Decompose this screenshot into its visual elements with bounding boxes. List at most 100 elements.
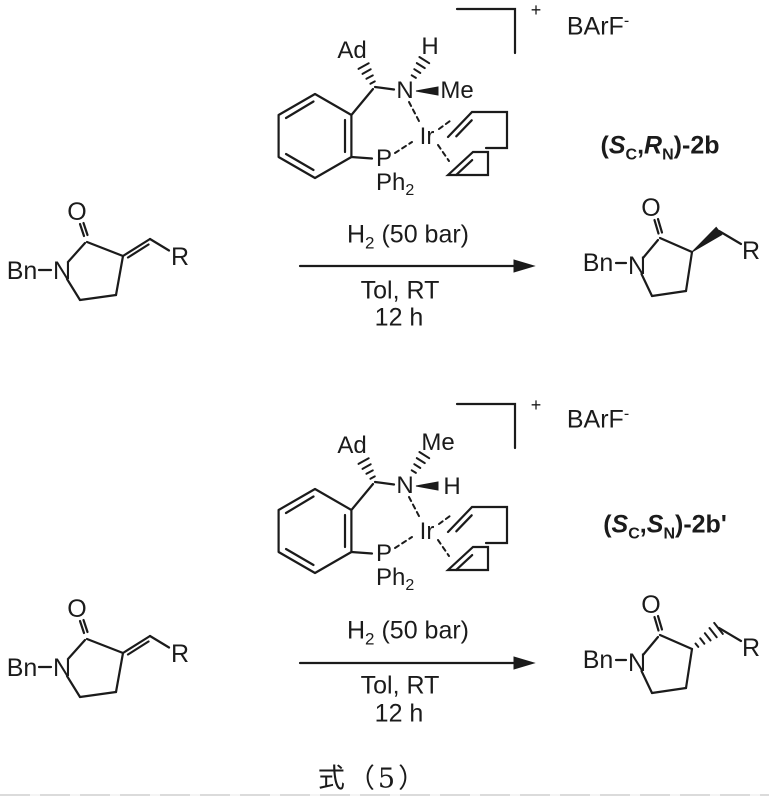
- atom-label-adamantyl: Ad: [337, 432, 366, 459]
- wedge-bond-stereocenter: [691, 226, 723, 253]
- atom-label-benzyl: Bn: [7, 654, 38, 682]
- ring-bond: [66, 638, 87, 661]
- atom-label-oxygen: O: [67, 595, 86, 623]
- bond: [350, 87, 375, 117]
- atom-label-iridium: Ir: [420, 123, 435, 150]
- dative-bond-p-ir: [394, 141, 413, 154]
- ring-bond: [650, 289, 688, 298]
- hashed-wedge-stereocenter: [694, 621, 724, 648]
- wedge-bond-n-to-methyl: [415, 86, 439, 96]
- hash-tick: [418, 451, 431, 460]
- atom-label-r-group: R: [171, 640, 189, 668]
- bond: [717, 229, 743, 246]
- hash-tick: [357, 457, 370, 465]
- double-bond-inner: [455, 159, 474, 176]
- ring-bond: [641, 635, 660, 657]
- conditions-time-1: 12 h: [374, 303, 424, 332]
- reaction-arrow-1: [298, 259, 536, 273]
- catalyst-structure-2: + Ad Me N H Ir P Ph2: [277, 395, 542, 594]
- bond: [350, 550, 374, 555]
- double-bond-inner: [284, 495, 315, 515]
- hash-tick: [361, 68, 372, 75]
- ring-bond: [684, 647, 694, 690]
- substrate-structure-1: O Bn N R: [7, 198, 189, 302]
- substrate-structure-2: O Bn N R: [7, 595, 189, 699]
- ring-bond: [114, 254, 125, 297]
- hash-tick: [369, 80, 376, 85]
- bond: [717, 626, 743, 643]
- hash-tick: [694, 642, 700, 648]
- cation-bracket: [455, 402, 517, 450]
- conditions-gas-2: H2 (50 bar): [346, 616, 470, 649]
- charge-superscript: -: [623, 405, 630, 423]
- carbonyl-bond: [78, 222, 86, 238]
- dative-bond-p-ir: [394, 536, 413, 549]
- ring-bond: [658, 633, 694, 651]
- atom-label-benzyl: Bn: [583, 646, 614, 674]
- hash-tick: [418, 56, 431, 65]
- double-bond-inner: [455, 554, 474, 571]
- alkene-bond: [126, 640, 150, 656]
- benzene-ring: [277, 92, 353, 180]
- atom-label-methyl: Me: [440, 77, 473, 104]
- product-structure-2: O Bn N R: [583, 591, 760, 695]
- atom-label-methyl: Me: [421, 429, 454, 456]
- cod-ligand-path: [445, 150, 490, 177]
- conditions-solvent-1: Tol, RT: [360, 276, 440, 305]
- dative-bond-ir-alkene: [437, 539, 450, 557]
- hash-tick: [415, 62, 426, 70]
- hash-tick: [365, 74, 374, 80]
- ring-bond: [641, 238, 660, 260]
- hash-tick: [365, 469, 374, 475]
- arrow-head: [513, 656, 536, 670]
- atom-label-benzyl: Bn: [7, 257, 38, 285]
- counterion-label-2: BArF-: [566, 405, 630, 434]
- dative-bond-ir-alkene: [438, 120, 451, 130]
- atom-label-nitrogen: N: [628, 649, 646, 677]
- dative-bond-n-ir: [408, 496, 421, 519]
- atom-label-nitrogen: N: [396, 77, 413, 104]
- ring-bond: [65, 277, 82, 302]
- counterion-label-1: BArF-: [566, 12, 630, 41]
- bond: [350, 155, 374, 160]
- ring-bond: [114, 651, 125, 694]
- carbonyl-bond: [78, 619, 86, 635]
- atom-label-diphenyl: Ph2: [376, 564, 414, 594]
- ring-bond: [66, 241, 87, 264]
- hashed-wedge-n-to-hydrogen: [410, 56, 431, 79]
- atom-label-phosphorus: P: [376, 540, 392, 567]
- carbonyl-bond: [653, 218, 660, 235]
- atom-label-nitrogen: N: [53, 654, 71, 682]
- cod-ligand-path: [445, 545, 490, 572]
- formula-label: 式（5）: [317, 763, 429, 795]
- charge-label: +: [531, 0, 542, 20]
- hash-tick: [413, 68, 422, 74]
- alkene-bond: [126, 243, 150, 259]
- dative-bond-ir-alkene: [438, 515, 451, 525]
- arrow-head: [513, 259, 536, 273]
- atom-label-benzyl: Bn: [583, 249, 614, 277]
- atom-label-nitrogen: N: [628, 252, 646, 280]
- ring-bond: [684, 250, 694, 293]
- hash-tick: [415, 457, 426, 465]
- cod-ligand-path: [446, 505, 509, 545]
- catalyst-name-1: (SC,RN)-2b: [600, 131, 720, 164]
- hashed-wedge-n-to-methyl: [410, 451, 431, 474]
- hash-tick: [361, 463, 372, 470]
- conditions-time-2: 12 h: [374, 699, 424, 728]
- bond: [373, 85, 396, 91]
- reaction-1: + Ad H N Me Ir P Ph2 O Bn N R: [7, 0, 760, 302]
- bond: [373, 480, 396, 486]
- hash-tick: [708, 627, 718, 639]
- double-bond-inner: [455, 514, 473, 533]
- atom-label-r-group: R: [171, 243, 189, 271]
- product-structure-1: O Bn N R: [583, 194, 760, 298]
- carbonyl-bond: [82, 618, 89, 634]
- cod-ligand: [445, 505, 509, 572]
- carbonyl-bond: [653, 615, 660, 632]
- alkene-bond: [121, 237, 152, 258]
- charge-label: +: [531, 395, 542, 415]
- hash-tick: [369, 475, 376, 480]
